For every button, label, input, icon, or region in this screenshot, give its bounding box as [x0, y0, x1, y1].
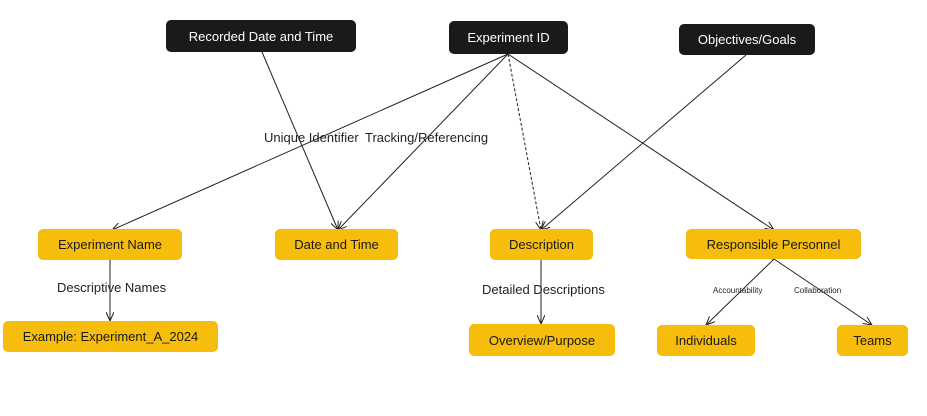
node-individuals: Individuals [657, 325, 755, 356]
node-description: Description [490, 229, 593, 260]
edge-label-detailed-descriptions: Detailed Descriptions [482, 282, 605, 297]
edge-label-tracking-referencing: Tracking/Referencing [365, 130, 489, 145]
edge-label-unique-identifier: Unique Identifier [264, 130, 359, 145]
node-teams: Teams [837, 325, 908, 356]
node-overview-purpose: Overview/Purpose [469, 324, 615, 356]
node-date-and-time: Date and Time [275, 229, 398, 260]
edge-id-to-date-time [338, 53, 509, 230]
edge-recorded-to-date-time [261, 51, 338, 230]
node-objectives-goals: Objectives/Goals [679, 24, 815, 55]
node-responsible-personnel: Responsible Personnel [686, 229, 861, 259]
edge-id-to-personnel [507, 53, 774, 230]
node-experiment-id: Experiment ID [449, 21, 568, 54]
edge-id-to-description [507, 53, 541, 230]
edge-objectives-to-description [541, 54, 747, 230]
node-recorded-date-and-time: Recorded Date and Time [166, 20, 356, 52]
edge-label-collaboration: Collaboration [794, 286, 842, 295]
node-experiment-name: Experiment Name [38, 229, 182, 260]
edge-id-to-name [112, 53, 509, 230]
node-example: Example: Experiment_A_2024 [3, 321, 218, 352]
edge-label-accountability: Accountability [713, 286, 763, 295]
edge-personnel-to-teams [774, 259, 872, 325]
edge-label-descriptive-names: Descriptive Names [57, 280, 167, 295]
edge-personnel-to-individuals [706, 259, 774, 325]
